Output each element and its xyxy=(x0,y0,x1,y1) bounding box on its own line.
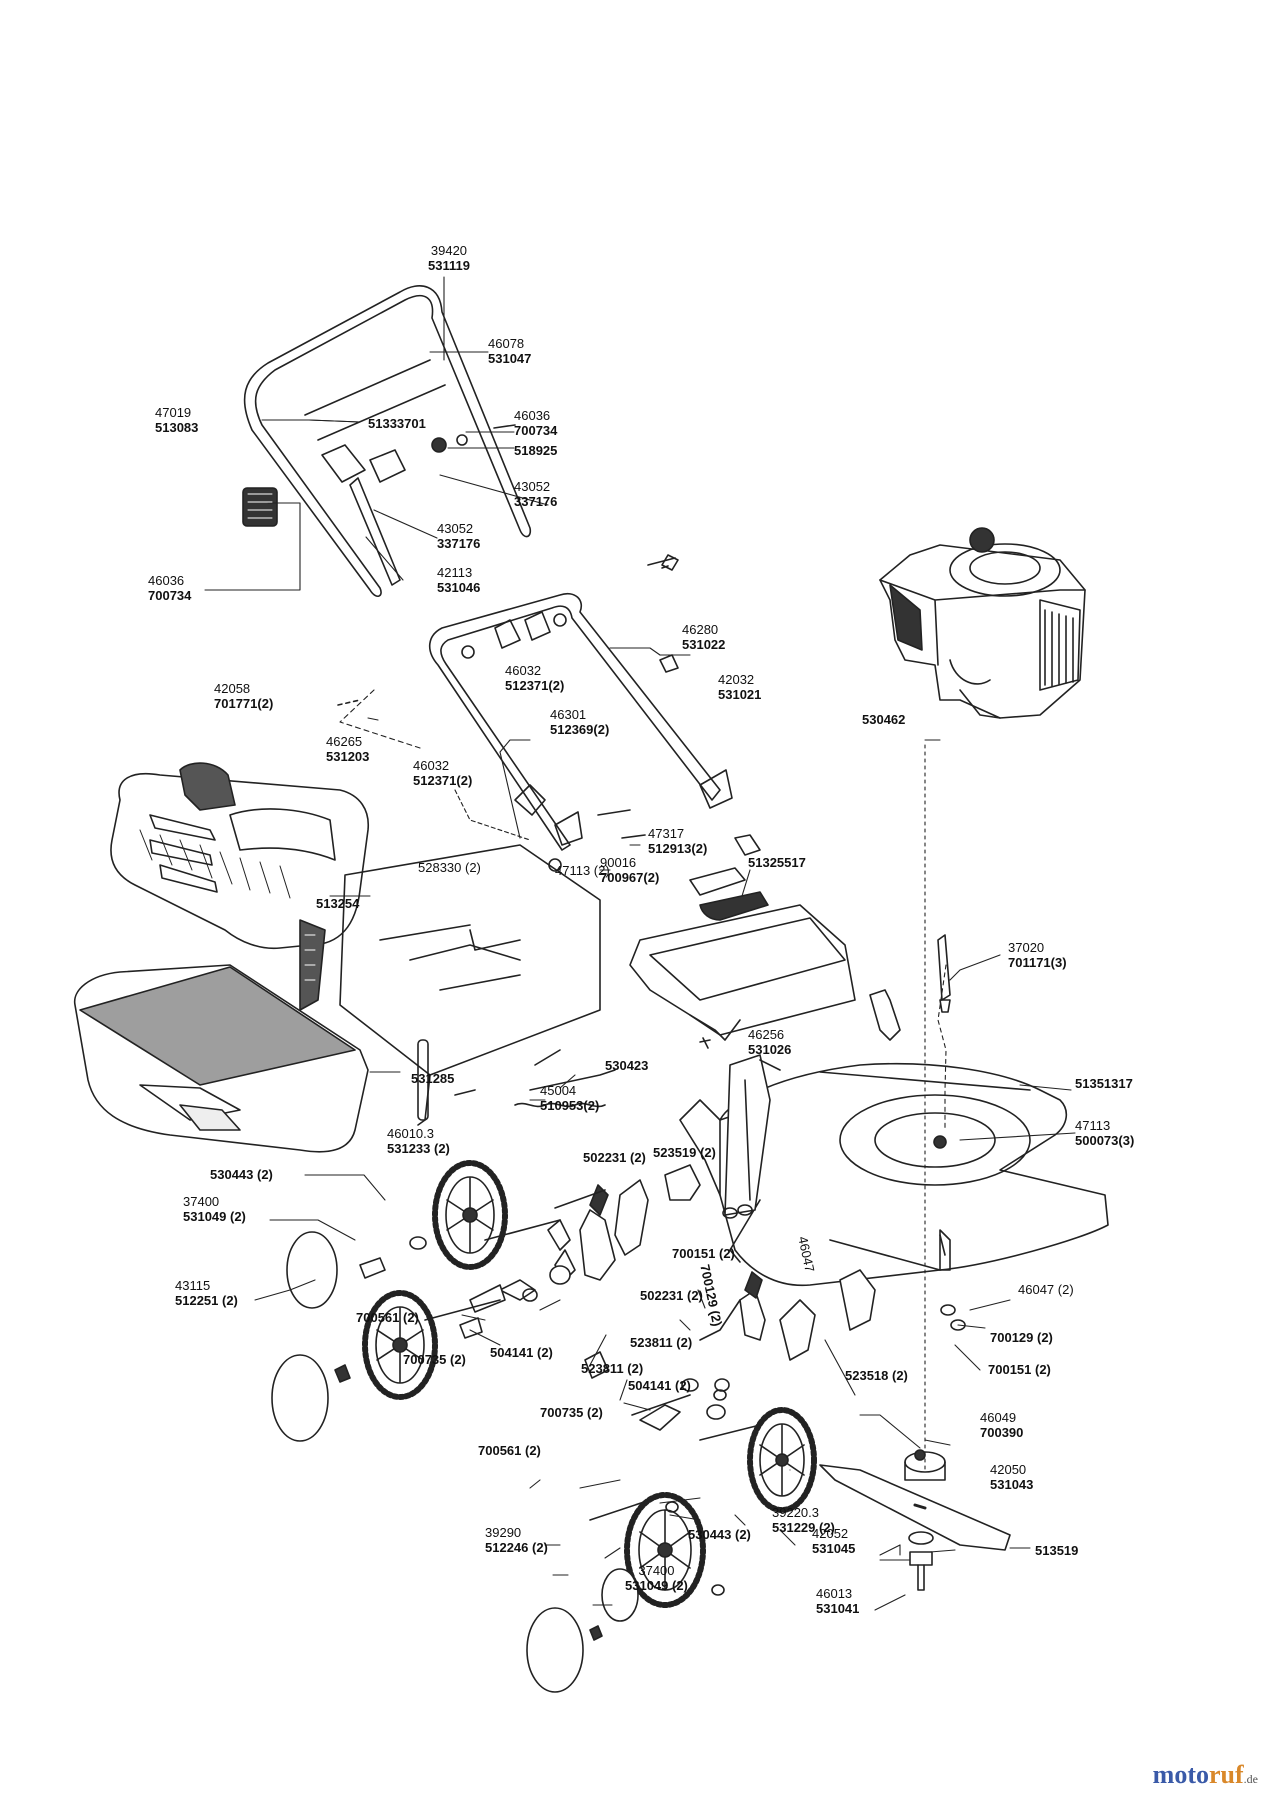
label-528330: 528330 (2) xyxy=(418,860,481,875)
label-700151-right: 700151 (2) xyxy=(988,1362,1051,1377)
label-523518: 523518 (2) xyxy=(845,1368,908,1383)
label-513519: 513519 xyxy=(1035,1543,1079,1558)
site-watermark-logo: motoruf.de xyxy=(1152,1760,1258,1789)
label-530443-bottom: 530443 (2) xyxy=(688,1527,751,1542)
label-504141-left: 504141 (2) xyxy=(490,1345,553,1360)
grass-box xyxy=(73,964,369,1153)
rear-flap xyxy=(629,834,856,1041)
label-530423: 530423 xyxy=(605,1058,649,1073)
blade-assembly xyxy=(819,1449,1011,1591)
height-adjusters xyxy=(334,1049,966,1641)
label-700129-right: 700129 (2) xyxy=(990,1330,1053,1345)
grass-catcher-cover xyxy=(110,762,369,950)
leader-lines xyxy=(204,276,1076,1611)
label-504141-mid: 504141 (2) xyxy=(628,1378,691,1393)
rear-right-wheel xyxy=(747,1407,817,1513)
front-right-wheel xyxy=(624,1492,706,1608)
label-700561-left: 700561 (2) xyxy=(356,1310,419,1325)
label-700735-mid: 700735 (2) xyxy=(540,1405,603,1420)
lower-handle xyxy=(337,557,733,872)
hardware-misc xyxy=(454,554,951,1108)
label-523519: 523519 (2) xyxy=(653,1145,716,1160)
label-523811-left: 523811 (2) xyxy=(581,1361,644,1376)
rear-left-wheel xyxy=(432,1160,508,1270)
label-531285: 531285 xyxy=(411,1071,455,1086)
upper-handle xyxy=(243,285,532,597)
throttle-control xyxy=(242,424,516,586)
label-513254: 513254 xyxy=(316,896,360,911)
label-518925: 518925 xyxy=(514,443,558,458)
label-530462: 530462 xyxy=(862,712,906,727)
grass-catcher-frame xyxy=(299,844,601,1126)
label-51333701: 51333701 xyxy=(368,416,426,431)
label-530443-left: 530443 (2) xyxy=(210,1167,273,1182)
engine xyxy=(879,527,1086,719)
label-700151-mid: 700151 (2) xyxy=(672,1246,735,1261)
axles xyxy=(424,1219,761,1521)
label-502231-mid: 502231 (2) xyxy=(640,1288,703,1303)
label-502231-top: 502231 (2) xyxy=(583,1150,646,1165)
front-left-wheel xyxy=(362,1290,438,1400)
label-47113-handle: 47113 (2) xyxy=(555,863,610,878)
label-51325517: 51325517 xyxy=(748,855,806,870)
rear-axle-bracket xyxy=(724,1054,781,1216)
label-523811-right: 523811 (2) xyxy=(630,1335,693,1350)
label-51351317: 51351317 xyxy=(1075,1076,1133,1091)
mower-deck xyxy=(679,989,1109,1287)
label-700735-left: 700735 (2) xyxy=(403,1352,466,1367)
hub-caps xyxy=(271,1231,639,1693)
label-46047-right: 46047 (2) xyxy=(1018,1282,1074,1297)
label-700561-mid: 700561 (2) xyxy=(478,1443,541,1458)
